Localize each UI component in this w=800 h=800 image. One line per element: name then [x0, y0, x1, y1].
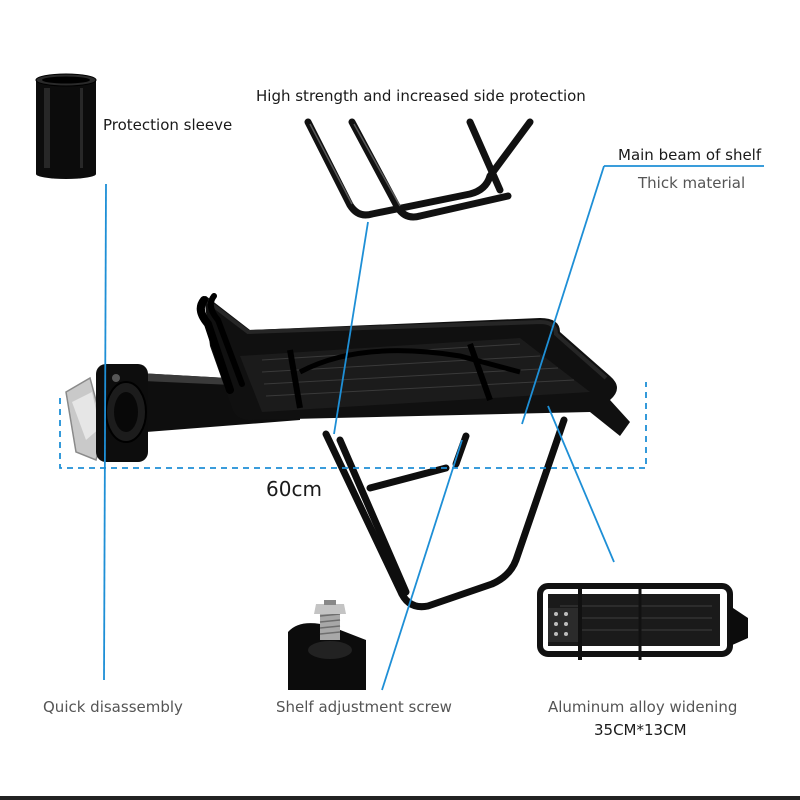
dimensions-label: 35CM*13CM: [594, 721, 687, 739]
bottom-border: [0, 796, 800, 800]
length-label: 60cm: [266, 477, 322, 501]
rack-platform: [196, 293, 630, 436]
protection-sleeve-image: [35, 73, 97, 179]
side-protection-label: High strength and increased side protect…: [256, 87, 586, 105]
aluminum-widening-label: Aluminum alloy widening: [548, 698, 738, 716]
adjustment-screw-label: Shelf adjustment screw: [276, 698, 452, 716]
quick-release-clamp: [65, 364, 148, 462]
main-beam-label: Main beam of shelf: [618, 146, 762, 164]
callout-lines: [103, 165, 764, 691]
protection-sleeve-label: Protection sleeve: [103, 116, 233, 134]
length-dimension-box: [59, 382, 647, 469]
support-struts: [322, 416, 568, 611]
rack-top-view-image: [537, 583, 748, 660]
thick-material-label: Thick material: [638, 174, 746, 192]
side-protection-frame: [304, 118, 534, 221]
quick-disassembly-label: Quick disassembly: [43, 698, 183, 716]
adjustment-screw-image: [288, 600, 366, 690]
